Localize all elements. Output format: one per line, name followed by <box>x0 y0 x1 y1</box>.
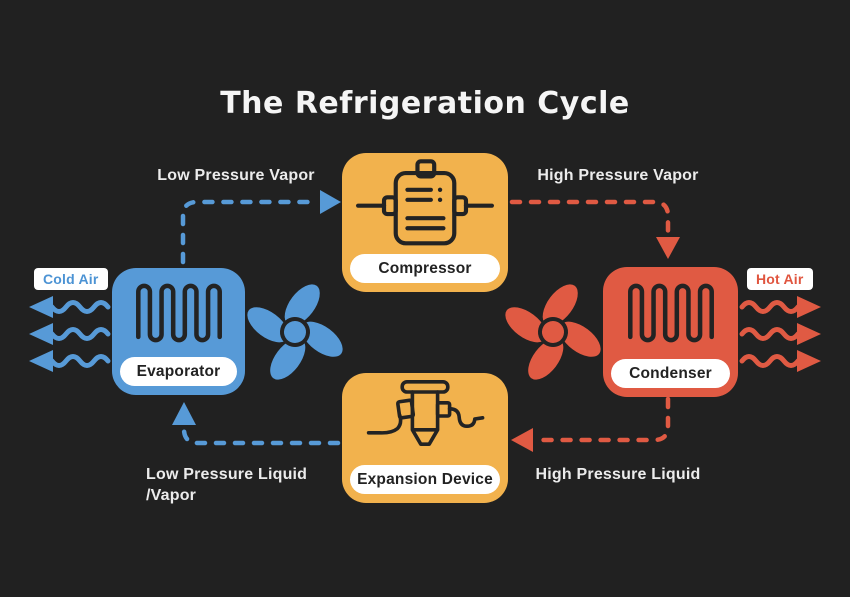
high-pressure-liquid-arrow <box>531 396 671 443</box>
low-pressure-vapor-label: Low Pressure Vapor <box>157 167 315 184</box>
low-pressure-liquid-arrowhead <box>172 402 196 425</box>
cold-air-arrows <box>49 300 111 368</box>
expansion-device-label: Expansion Device <box>350 465 500 494</box>
compressor-icon <box>342 153 508 254</box>
cold-air-arrowheads <box>29 296 53 372</box>
diagram-title: The Refrigeration Cycle <box>220 86 630 121</box>
high-pressure-vapor-label: High Pressure Vapor <box>537 167 699 184</box>
high-pressure-liquid-arrowhead <box>511 428 533 452</box>
high-pressure-vapor-arrowhead <box>656 237 680 259</box>
evaporator-label: Evaporator <box>120 357 237 386</box>
condenser-label: Condenser <box>611 359 730 388</box>
low-pressure-liquid-line1: Low Pressure Liquid <box>146 466 308 483</box>
condenser-box: Condenser <box>603 267 738 397</box>
expansion-valve-icon <box>342 373 508 465</box>
compressor-label: Compressor <box>350 254 500 283</box>
high-pressure-liquid-label: High Pressure Liquid <box>535 466 701 483</box>
evaporator-box: Evaporator <box>112 268 245 395</box>
fan-icon-red <box>505 284 601 380</box>
compressor-box: Compressor <box>342 153 508 292</box>
evaporator-coil-icon <box>112 268 245 357</box>
high-pressure-vapor-arrow <box>509 199 671 239</box>
cold-air-badge: Cold Air <box>34 268 108 290</box>
low-pressure-liquid-arrow <box>181 423 341 446</box>
low-pressure-liquid-line2: /Vapor <box>146 487 197 504</box>
expansion-device-box: Expansion Device <box>342 373 508 503</box>
condenser-coil-icon <box>603 267 738 359</box>
low-pressure-vapor-arrow <box>180 199 321 265</box>
hot-air-arrowheads <box>797 296 821 372</box>
hot-air-badge: Hot Air <box>747 268 813 290</box>
fan-icon-blue <box>247 284 343 380</box>
low-pressure-vapor-arrowhead <box>320 190 341 214</box>
low-pressure-liquid-vapor-label: Low Pressure Liquid /Vapor <box>146 464 346 506</box>
hot-air-arrows <box>739 300 801 368</box>
